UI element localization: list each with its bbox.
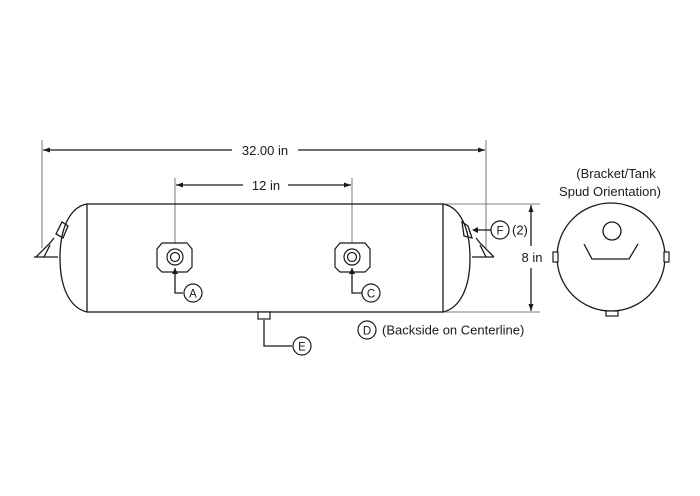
port-a: A bbox=[156, 242, 203, 303]
left-bracket bbox=[34, 221, 69, 258]
overall-length-label: 32.00 in bbox=[242, 143, 288, 158]
callout-d-circle bbox=[357, 320, 377, 340]
callout-a: A bbox=[189, 289, 197, 301]
end-view: (Bracket/Tank Spud Orientation) bbox=[552, 166, 670, 317]
end-view-title-line1: (Bracket/Tank bbox=[576, 166, 656, 181]
port-e-leader bbox=[263, 320, 292, 347]
callout-f-circle bbox=[490, 220, 510, 240]
callout-a-circle bbox=[183, 283, 203, 303]
end-view-title-line2: Spud Orientation) bbox=[559, 184, 661, 199]
end-view-top-port bbox=[602, 221, 622, 241]
tank-body bbox=[59, 203, 471, 313]
port-spacing-label: 12 in bbox=[252, 178, 280, 193]
left-end-cap bbox=[59, 203, 88, 313]
callout-c: C bbox=[367, 289, 375, 301]
callout-d-text: (Backside on Centerline) bbox=[382, 323, 524, 338]
overall-length-dimension: 32.00 in bbox=[41, 140, 487, 248]
port-a-leader bbox=[174, 268, 183, 294]
end-view-bottom-spud bbox=[605, 310, 619, 317]
end-view-tank-outline bbox=[556, 202, 666, 312]
port-e: E bbox=[257, 311, 312, 356]
callout-e-circle bbox=[292, 336, 312, 356]
end-view-left-spud bbox=[552, 251, 559, 263]
callout-c-circle bbox=[361, 283, 381, 303]
port-c-leader bbox=[351, 268, 362, 294]
port-c-bore bbox=[346, 251, 358, 263]
right-bracket-tab bbox=[461, 220, 473, 239]
callout-e: E bbox=[298, 342, 306, 354]
end-view-right-spud bbox=[663, 251, 670, 263]
callout-f-qty: (2) bbox=[512, 223, 528, 238]
right-end-cap bbox=[442, 203, 471, 313]
port-a-bore bbox=[169, 251, 181, 263]
callout-d-note: D (Backside on Centerline) bbox=[357, 320, 524, 340]
callout-f-letter: F bbox=[496, 226, 503, 238]
callout-f: F (2) bbox=[472, 220, 528, 240]
drain-spud bbox=[257, 311, 271, 320]
callout-d: D bbox=[363, 326, 371, 338]
tank-shell bbox=[86, 203, 444, 313]
port-spacing-dimension: 12 in bbox=[174, 178, 353, 245]
right-bracket bbox=[461, 220, 495, 258]
diameter-label: 8 in bbox=[522, 250, 543, 265]
end-view-bracket bbox=[583, 243, 639, 260]
port-c: C bbox=[334, 242, 381, 303]
diameter-dimension: 8 in bbox=[444, 203, 543, 313]
left-bracket-tab bbox=[55, 221, 69, 239]
